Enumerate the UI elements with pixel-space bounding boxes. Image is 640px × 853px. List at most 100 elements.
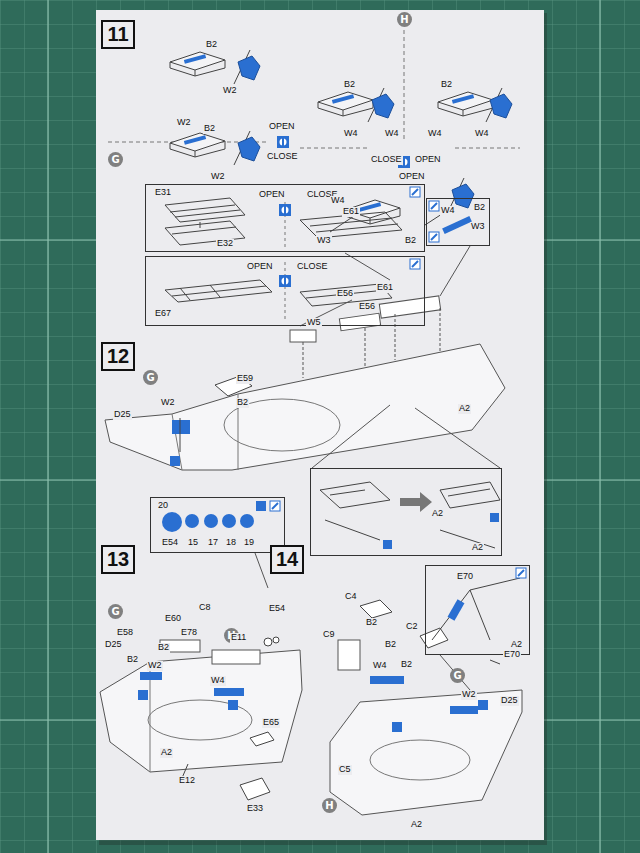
part-label: CLOSE xyxy=(296,262,329,272)
part-label: E31 xyxy=(154,188,172,198)
part-label: E61 xyxy=(376,283,394,293)
part-label: A2 xyxy=(410,820,423,830)
step-number: 11 xyxy=(101,20,135,49)
part-label: B2 xyxy=(236,398,249,408)
part-label: E56 xyxy=(336,289,354,299)
part-label: B2 xyxy=(157,643,170,653)
part-label: B2 xyxy=(473,203,486,213)
part-label: E33 xyxy=(246,804,264,814)
step-number-text: 13 xyxy=(107,548,129,571)
part-label: W5 xyxy=(306,318,322,328)
part-label: W2 xyxy=(176,118,192,128)
part-label: C8 xyxy=(198,603,212,613)
subassembly-marker: H xyxy=(397,12,412,27)
part-label: C2 xyxy=(405,622,419,632)
step-number: 12 xyxy=(101,342,135,371)
part-label: B2 xyxy=(404,236,417,246)
step-number-text: 12 xyxy=(107,345,129,368)
part-label: 15 xyxy=(187,538,199,548)
part-label: W2 xyxy=(461,690,477,700)
marker-letter: G xyxy=(111,155,119,165)
marker-letter: G xyxy=(453,671,461,681)
step-number-text: 11 xyxy=(107,23,128,46)
part-label: W4 xyxy=(440,206,456,216)
part-label: 17 xyxy=(207,538,219,548)
part-label: E58 xyxy=(116,628,134,638)
part-label: E67 xyxy=(154,309,172,319)
part-label: D25 xyxy=(104,640,123,650)
detail-inset: E31OPENCLOSEE61E32 xyxy=(145,184,425,252)
part-label: E54 xyxy=(268,604,286,614)
part-label: W4 xyxy=(384,129,400,139)
part-label: 20 xyxy=(157,501,169,511)
part-label: E56 xyxy=(358,302,376,312)
part-label: B2 xyxy=(400,660,413,670)
part-label: D25 xyxy=(500,696,519,706)
part-label: A2 xyxy=(458,404,471,414)
part-label: B2 xyxy=(343,80,356,90)
part-label: B2 xyxy=(203,124,216,134)
step-number-text: 14 xyxy=(276,548,298,571)
part-label: E32 xyxy=(216,239,234,249)
part-label: E61 xyxy=(342,207,360,217)
part-label: W4 xyxy=(343,129,359,139)
part-label: C4 xyxy=(344,592,358,602)
part-label: C9 xyxy=(322,630,336,640)
subassembly-marker: G xyxy=(143,370,158,385)
subassembly-marker: G xyxy=(450,668,465,683)
part-label: OPEN xyxy=(268,122,296,132)
part-label: W4 xyxy=(210,676,226,686)
part-label: OPEN xyxy=(246,262,274,272)
part-label: W4 xyxy=(372,661,388,671)
subassembly-marker: G xyxy=(108,604,123,619)
part-label: B2 xyxy=(365,618,378,628)
marker-letter: H xyxy=(325,801,333,811)
detail-inset: E70A2 xyxy=(425,565,530,655)
part-label: W3 xyxy=(316,236,332,246)
part-label: B2 xyxy=(205,40,218,50)
part-label: E70 xyxy=(503,650,521,660)
part-label: E65 xyxy=(262,718,280,728)
subassembly-marker: H xyxy=(322,798,337,813)
part-label: B2 xyxy=(126,655,139,665)
part-label: E11 xyxy=(230,633,247,643)
part-label: E12 xyxy=(178,776,196,786)
part-label: A2 xyxy=(160,748,173,758)
part-label: A2 xyxy=(471,543,484,553)
marker-letter: G xyxy=(111,607,119,617)
part-label: W4 xyxy=(330,196,346,206)
part-label: CLOSE xyxy=(370,155,403,165)
part-label: W2 xyxy=(210,172,226,182)
step-number: 14 xyxy=(270,545,304,574)
part-label: 19 xyxy=(243,538,255,548)
part-label: A2 xyxy=(510,640,523,650)
part-label: E54 xyxy=(161,538,179,548)
part-label: W2 xyxy=(147,661,163,671)
part-label: W2 xyxy=(222,86,238,96)
part-label: 18 xyxy=(225,538,237,548)
part-label: W4 xyxy=(427,129,443,139)
part-label: E70 xyxy=(456,572,474,582)
part-label: OPEN xyxy=(258,190,286,200)
marker-letter: G xyxy=(146,373,154,383)
part-label: D25 xyxy=(113,410,132,420)
part-label: OPEN xyxy=(414,155,442,165)
part-label: E78 xyxy=(180,628,198,638)
part-label: CLOSE xyxy=(266,152,299,162)
part-label: E60 xyxy=(164,614,182,624)
part-label: W4 xyxy=(474,129,490,139)
detail-inset: 20E54 15 17 18 19 xyxy=(150,497,285,553)
part-label: OPEN xyxy=(398,172,426,182)
part-label: A2 xyxy=(431,509,444,519)
step-number: 13 xyxy=(101,545,135,574)
part-label: C5 xyxy=(338,765,352,775)
detail-inset: A2A2 xyxy=(310,468,502,556)
part-label: B2 xyxy=(384,640,397,650)
part-label: W3 xyxy=(470,222,486,232)
part-label: W2 xyxy=(160,398,176,408)
part-label: B2 xyxy=(440,80,453,90)
subassembly-marker: G xyxy=(108,152,123,167)
marker-letter: H xyxy=(400,15,408,25)
